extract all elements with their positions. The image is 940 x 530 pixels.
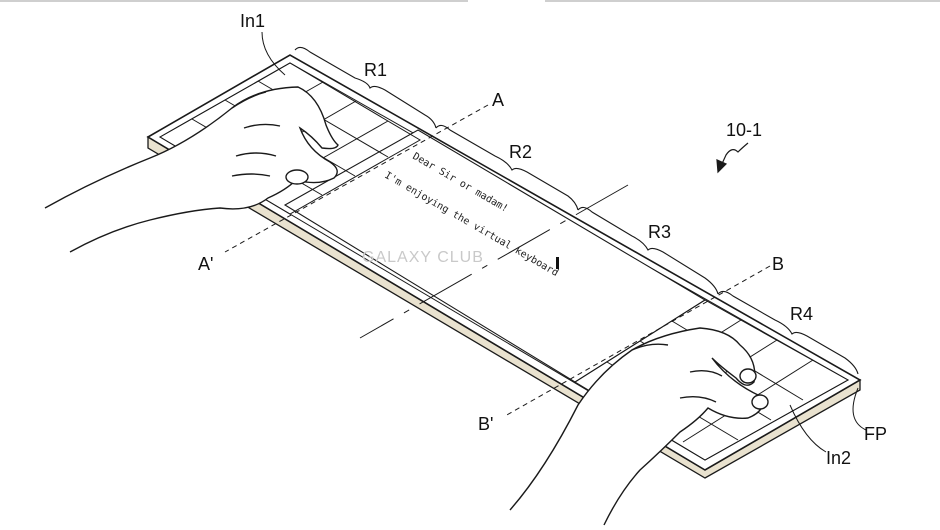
region-braces bbox=[294, 46, 859, 375]
brace-r1 bbox=[294, 46, 437, 129]
brace-r3 bbox=[577, 206, 719, 295]
label-fp: FP bbox=[864, 424, 887, 444]
label-a: A bbox=[492, 90, 504, 110]
text-cursor bbox=[556, 257, 559, 269]
label-in1: In1 bbox=[240, 11, 265, 31]
right-hand bbox=[509, 327, 769, 526]
left-hand bbox=[44, 86, 339, 253]
label-r1: R1 bbox=[364, 60, 387, 80]
leader-in2 bbox=[789, 404, 827, 453]
label-r3: R3 bbox=[648, 222, 671, 242]
section-line-b bbox=[504, 265, 771, 417]
label-b-prime: B' bbox=[478, 414, 493, 434]
brace-r2 bbox=[435, 124, 579, 211]
leader-in1 bbox=[261, 31, 286, 76]
label-a-prime: A' bbox=[198, 254, 213, 274]
watermark: GALAXY CLUB bbox=[362, 249, 484, 266]
reference-arrow bbox=[716, 142, 749, 174]
label-ref: 10-1 bbox=[726, 120, 762, 140]
brace-r4 bbox=[717, 290, 859, 375]
leader-fp bbox=[852, 387, 867, 431]
section-lines bbox=[224, 104, 771, 417]
label-r4: R4 bbox=[790, 304, 813, 324]
leader-lines bbox=[261, 31, 867, 453]
center-axis bbox=[359, 184, 629, 339]
label-b: B bbox=[772, 254, 784, 274]
label-in2: In2 bbox=[826, 448, 851, 468]
label-r2: R2 bbox=[509, 142, 532, 162]
